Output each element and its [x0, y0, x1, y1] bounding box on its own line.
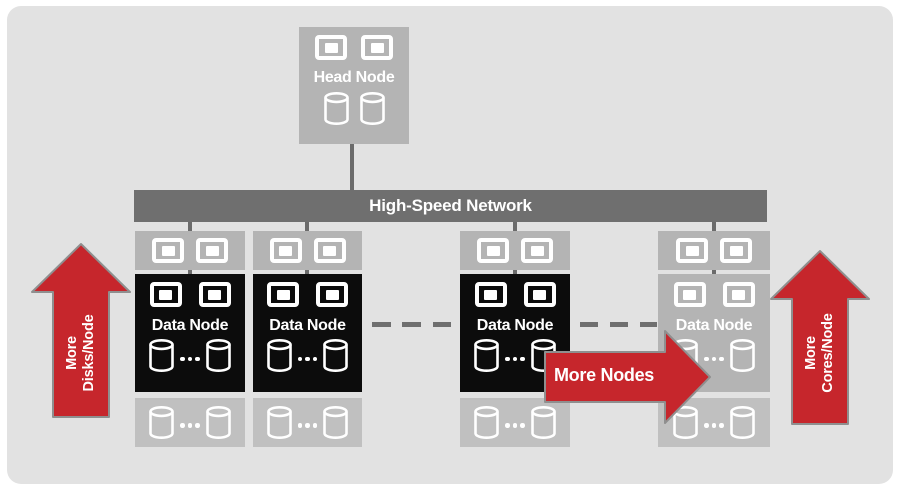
network-label: High-Speed Network: [369, 196, 532, 215]
node2-cpu-strip: [253, 231, 362, 270]
disk-cylinder-icon: [266, 339, 292, 373]
ellipsis-dash: [580, 322, 598, 327]
more-nodes-arrow-label: More Nodes: [553, 364, 655, 385]
network-bar: High-Speed Network: [134, 190, 767, 222]
ellipsis-dots: [505, 417, 525, 428]
ellipsis-dots: [704, 417, 724, 428]
more-cores-arrow: [770, 250, 870, 425]
node2-box: Data Node: [253, 274, 362, 392]
cpu-icon: [361, 35, 393, 60]
node1-cpu-strip: [135, 231, 245, 270]
cpu-icon: [315, 35, 347, 60]
head-node-box: Head Node: [299, 27, 409, 144]
disk-cylinder-icon: [205, 339, 231, 373]
node1-disk-strip: [135, 398, 245, 447]
data-node-label: Data Node: [151, 317, 229, 334]
data-node-label: Data Node: [476, 317, 554, 334]
arrow-label-line: More: [803, 336, 819, 370]
ellipsis-dash: [433, 322, 451, 327]
disk-cylinder-icon: [205, 405, 231, 439]
cpu-icon: [722, 282, 755, 307]
cpu-icon: [269, 238, 302, 263]
disk-cylinder-icon: [149, 405, 175, 439]
ellipsis-dash: [640, 322, 657, 327]
data-node-label: Data Node: [675, 317, 753, 334]
disk-cylinder-icon: [323, 405, 349, 439]
disk-cylinder-icon: [149, 339, 175, 373]
cpu-icon: [198, 282, 231, 307]
node4-cpu-strip: [658, 231, 770, 270]
cpu-icon-row: [315, 35, 393, 60]
disk-cylinder-icon: [729, 339, 755, 373]
disk-cylinder-icon: [729, 405, 755, 439]
ellipsis-dots: [297, 351, 318, 362]
head-node-connector-line: [350, 144, 354, 192]
ellipsis-dash: [610, 322, 628, 327]
cpu-icon: [477, 238, 509, 263]
arrow-label-line: Cores/Node: [820, 313, 836, 393]
node2-disk-strip: [253, 398, 362, 447]
arrow-label-line: More: [64, 336, 80, 370]
cpu-icon: [523, 282, 556, 307]
ellipsis-dash: [372, 322, 391, 327]
arrow-label-line: Disks/Node: [81, 314, 97, 392]
disk-cylinder-icon: [474, 339, 500, 373]
cpu-icon: [673, 282, 706, 307]
ellipsis-dots: [297, 417, 318, 428]
cpu-icon: [474, 282, 507, 307]
node1-box: Data Node: [135, 274, 245, 392]
disk-cylinder-icon: [323, 339, 349, 373]
more-nodes-arrow: [544, 330, 711, 424]
node3-cpu-strip: [460, 231, 570, 270]
disk-cylinder-icon: [266, 405, 292, 439]
cpu-icon: [152, 238, 184, 263]
cpu-icon: [521, 238, 553, 263]
cpu-icon: [720, 238, 752, 263]
cpu-icon: [196, 238, 228, 263]
ellipsis-dots: [704, 351, 724, 362]
head-node-label: Head Node: [313, 69, 395, 86]
disk-cylinder-icon: [474, 405, 500, 439]
more-disks-arrow-label: More Disks/Node: [41, 293, 121, 413]
ellipsis-dash: [402, 322, 421, 327]
more-disks-arrow: [31, 243, 131, 418]
cpu-icon: [313, 238, 346, 263]
node3-box: Data Node: [460, 274, 570, 392]
data-node-label: Data Node: [269, 317, 346, 334]
node3-disk-strip: [460, 398, 570, 447]
disk-cylinder-icon: [323, 92, 349, 125]
ellipsis-dots: [180, 351, 200, 362]
ellipsis-dots: [180, 417, 200, 428]
cpu-icon: [149, 282, 182, 307]
disk-row: [323, 92, 386, 126]
ellipsis-dots: [505, 351, 525, 362]
more-cores-arrow-label: More Cores/Node: [780, 293, 860, 413]
cpu-icon: [676, 238, 708, 263]
cpu-icon: [267, 282, 299, 307]
cpu-icon: [316, 282, 348, 307]
disk-cylinder-icon: [359, 92, 385, 125]
